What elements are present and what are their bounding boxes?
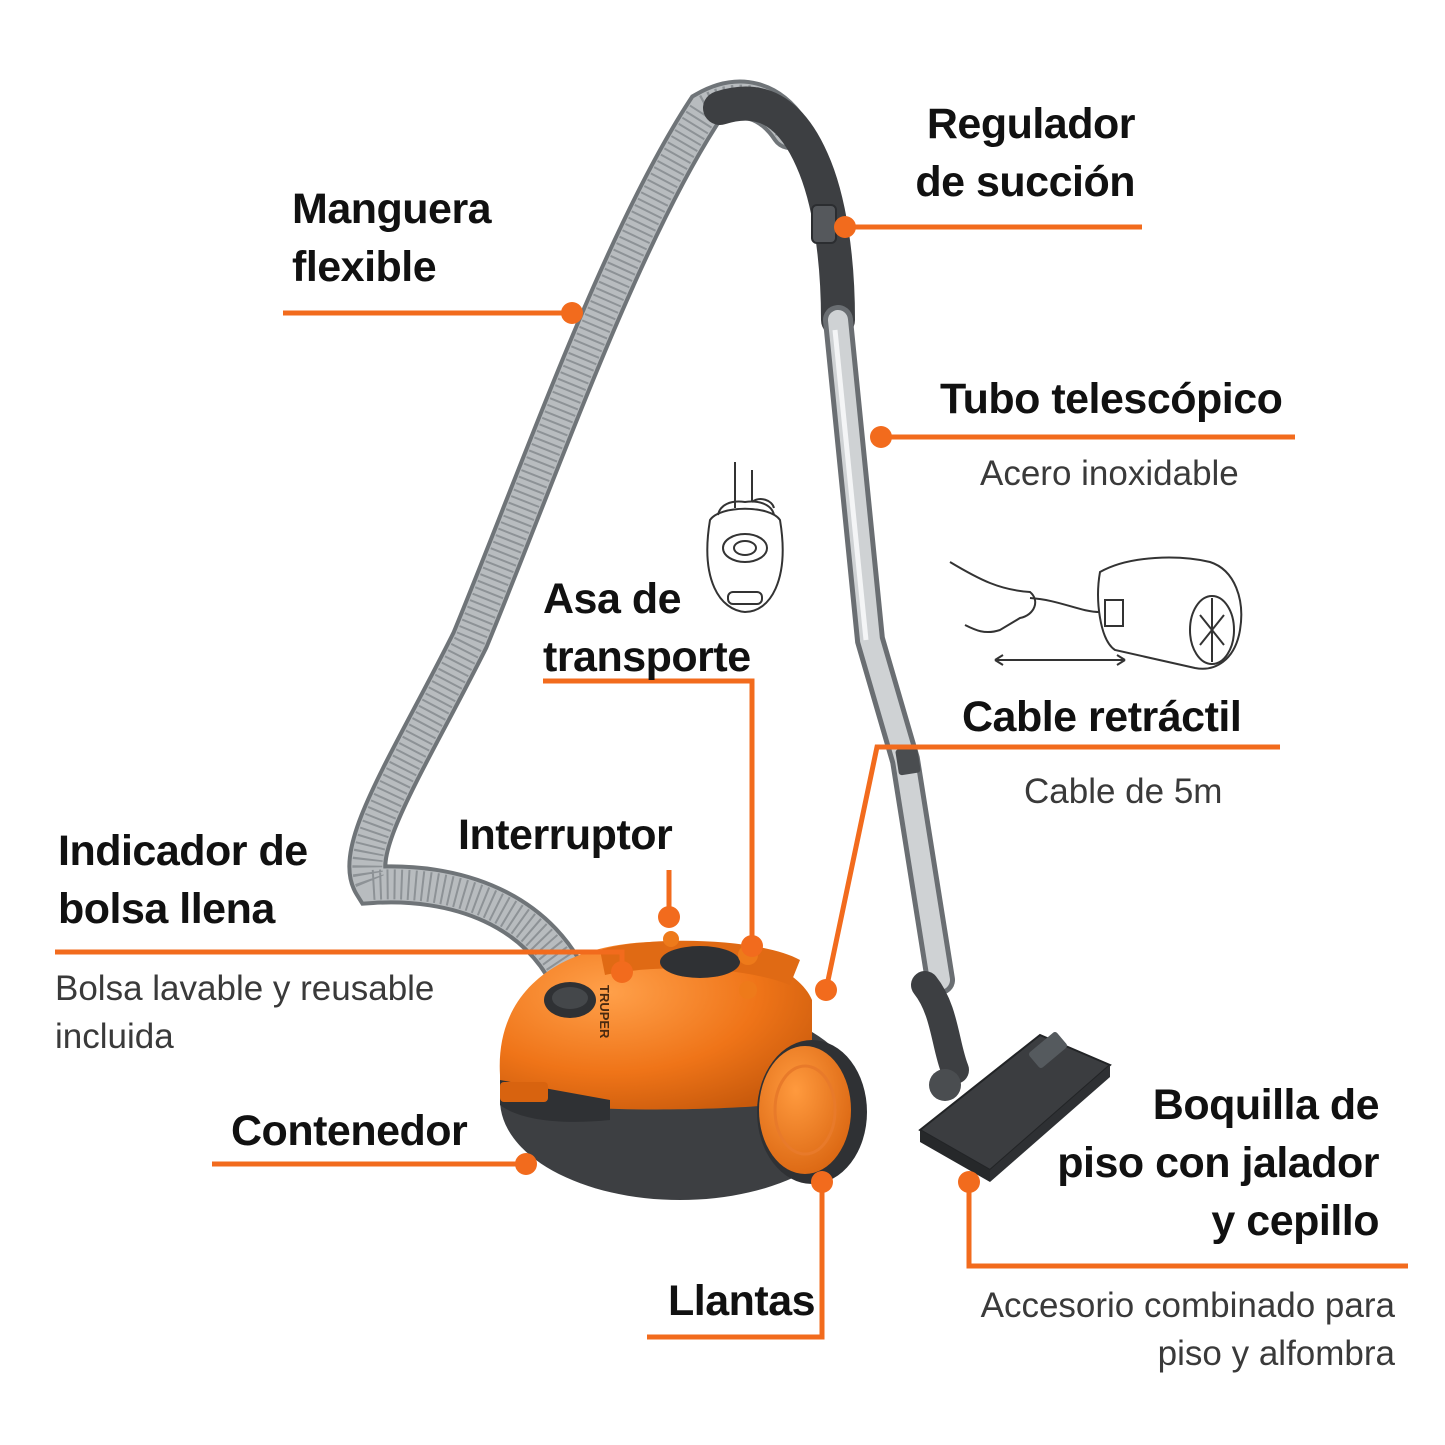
dot-boquilla xyxy=(958,1171,980,1193)
label-interruptor: Interruptor xyxy=(458,811,673,859)
label-llantas: Llantas xyxy=(668,1277,816,1325)
label-boquilla: Boquilla de piso con jalador y cepillo xyxy=(1057,1076,1379,1250)
label-manguera: Manguera flexible xyxy=(292,180,492,296)
dot-cable xyxy=(815,979,837,1001)
retractable-cable-sketch xyxy=(949,556,1243,670)
suction-regulator-handle xyxy=(703,86,855,337)
dot-indicador xyxy=(611,961,633,983)
label-boquilla-sub: Accesorio combinado para piso y alfombra xyxy=(981,1282,1395,1378)
leader-cable xyxy=(823,744,1280,991)
carry-handle-sketch xyxy=(706,462,784,614)
label-regulador-line1: Regulador xyxy=(926,100,1136,148)
label-regulador-line2: de succión xyxy=(915,158,1135,206)
callout-dots xyxy=(515,216,980,1193)
label-boquilla-line2: piso con jalador xyxy=(1057,1139,1379,1187)
floor-nozzle xyxy=(911,971,1112,1182)
label-manguera-line2: flexible xyxy=(292,243,437,291)
label-tubo-sub: Acero inoxidable xyxy=(980,454,1239,493)
dot-contenedor xyxy=(515,1153,537,1175)
label-asa: Asa de transporte xyxy=(543,570,751,686)
label-boquilla-line3: y cepillo xyxy=(1211,1197,1379,1245)
leader-llantas xyxy=(647,1182,825,1340)
label-indicador-sub: Bolsa lavable y reusable incluida xyxy=(55,965,434,1061)
label-asa-line1: Asa de xyxy=(543,575,682,623)
label-boquilla-line1: Boquilla de xyxy=(1152,1081,1380,1129)
dot-interruptor xyxy=(658,906,680,928)
leader-boquilla xyxy=(966,1182,1408,1269)
label-contenedor: Contenedor xyxy=(231,1107,468,1155)
telescopic-tube xyxy=(823,305,955,995)
brand-logo: TRUPER xyxy=(597,985,612,1039)
label-boquilla-sub-line2: piso y alfombra xyxy=(1157,1334,1395,1373)
dot-llantas xyxy=(811,1171,833,1193)
leader-asa xyxy=(543,678,755,946)
label-indicador-sub-line1: Bolsa lavable y reusable xyxy=(55,969,435,1008)
label-regulador: Regulador de succión xyxy=(915,95,1135,211)
label-manguera-line1: Manguera xyxy=(292,185,492,233)
dot-asa xyxy=(741,935,763,957)
label-indicador-sub-line2: incluida xyxy=(55,1017,174,1056)
wheel xyxy=(757,1040,867,1184)
label-indicador: Indicador de bolsa llena xyxy=(58,822,308,938)
label-tubo: Tubo telescópico xyxy=(940,375,1283,423)
label-cable-sub: Cable de 5m xyxy=(1024,772,1223,811)
label-indicador-line1: Indicador de xyxy=(58,827,308,875)
label-indicador-line2: bolsa llena xyxy=(58,885,275,933)
dot-tubo xyxy=(870,426,892,448)
label-boquilla-sub-line1: Accesorio combinado para xyxy=(980,1286,1395,1325)
dot-manguera xyxy=(561,302,583,324)
dot-regulador xyxy=(834,216,856,238)
label-asa-line2: transporte xyxy=(543,633,751,681)
label-cable: Cable retráctil xyxy=(962,693,1242,741)
